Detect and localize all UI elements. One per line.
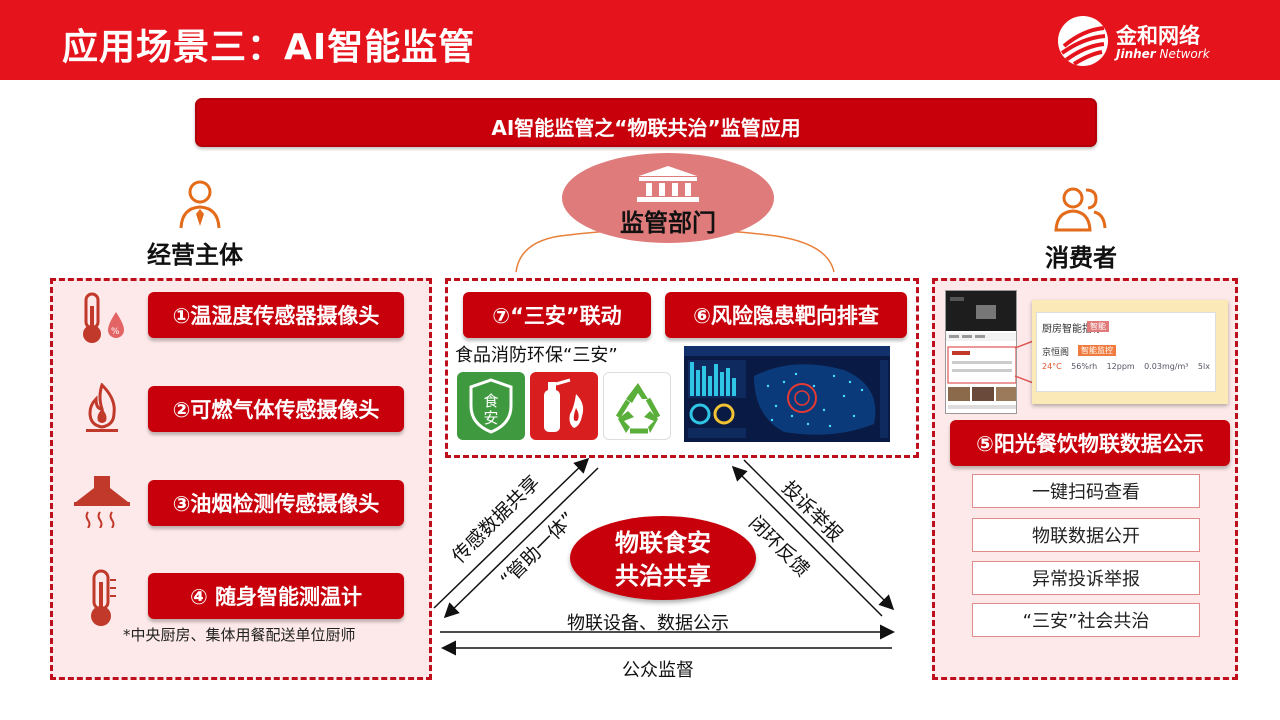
sensor-item-thermometer: ④ 随身智能测温计: [148, 573, 404, 619]
operator-label: 经营主体: [147, 241, 243, 269]
operator-note: *中央厨房、集体用餐配送单位厨师: [123, 626, 356, 644]
government-building-icon: [637, 166, 699, 202]
kitchen-metrics-card: [1036, 312, 1216, 392]
company-logo: 金和网络 Jinher Network: [1058, 16, 1268, 68]
page-title: 应用场景三：AI智能监管: [62, 27, 476, 68]
fire-extinguisher-icon: [530, 372, 598, 440]
link-scan-qr[interactable]: 一键扫码查看: [972, 474, 1200, 508]
risk-check-label: ⑥风险隐患靶向排查: [665, 292, 907, 338]
food-tile-label: 食: [483, 392, 498, 410]
metric-smoke: 0.03mg/m³: [1144, 362, 1189, 371]
core-line-2: 共治共享: [615, 562, 711, 590]
metric-light: 5lx: [1197, 362, 1210, 371]
mobile-app-screenshot: [945, 290, 1017, 414]
core-line-1: 物联食安: [615, 529, 711, 557]
metric-gas: 12ppm: [1106, 362, 1135, 371]
kitchen-venue-name: 京恒阁: [1042, 348, 1070, 358]
sanan-linkage-label: ⑦“三安”联动: [463, 292, 651, 338]
logo-name-cn: 金和网络: [1116, 24, 1200, 48]
kitchen-metrics-title: 厨房智能指标: [1042, 324, 1102, 335]
logo-globe-icon: [1058, 16, 1108, 66]
kitchen-monitor-badge: 智能监控: [1078, 345, 1116, 356]
risk-dashboard-screenshot: [684, 346, 890, 442]
consumer-label: 消费者: [1045, 244, 1117, 272]
flow-public-supervision: 公众监督: [622, 660, 694, 681]
consumers-icon: [1054, 187, 1107, 232]
sanan-caption: 食品消防环保“三安”: [455, 345, 618, 366]
flow-iot-public: 物联设备、数据公示: [567, 613, 729, 634]
thermometer-icon: [91, 569, 116, 626]
thermometer-humidity-icon: %: [83, 292, 124, 343]
sensor-item-smoke: ③油烟检测传感摄像头: [148, 480, 404, 526]
link-complaint[interactable]: 异常投诉举报: [972, 561, 1200, 595]
recycle-icon: [603, 372, 671, 440]
link-social-governance[interactable]: “三安”社会共治: [972, 603, 1200, 637]
sensor-item-temp-humidity: ①温湿度传感器摄像头: [148, 292, 404, 338]
logo-en-rest: Network: [1155, 47, 1210, 61]
range-hood-icon: [74, 476, 130, 528]
kitchen-metrics-tag: 智能: [1087, 321, 1109, 332]
sunshine-catering-label: ⑤阳光餐饮物联数据公示: [950, 420, 1230, 466]
logo-en-bold: Jinher: [1116, 47, 1156, 61]
sensor-item-gas: ②可燃气体传感摄像头: [148, 386, 404, 432]
logo-name-en: Jinher Network: [1116, 47, 1210, 61]
section-banner: AI智能监管之“物联共治”监管应用: [195, 98, 1097, 147]
link-iot-data[interactable]: 物联数据公开: [972, 518, 1200, 552]
kitchen-metrics-values: 24°C 56%rh 12ppm 0.03mg/m³ 5lx: [1042, 362, 1210, 371]
svg-text:%: %: [111, 327, 120, 337]
metric-humidity: 56%rh: [1071, 362, 1098, 371]
flame-icon: [86, 383, 118, 432]
banner-text: AI智能监管之“物联共治”监管应用: [491, 116, 801, 140]
food-tile-sublabel: 安: [483, 409, 498, 427]
metric-temperature: 24°C: [1042, 362, 1062, 371]
business-person-icon: [179, 180, 221, 229]
food-safety-shield-icon: 食 安: [457, 372, 525, 440]
core-oval: [570, 516, 756, 600]
regulator-label: 监管部门: [620, 209, 716, 237]
